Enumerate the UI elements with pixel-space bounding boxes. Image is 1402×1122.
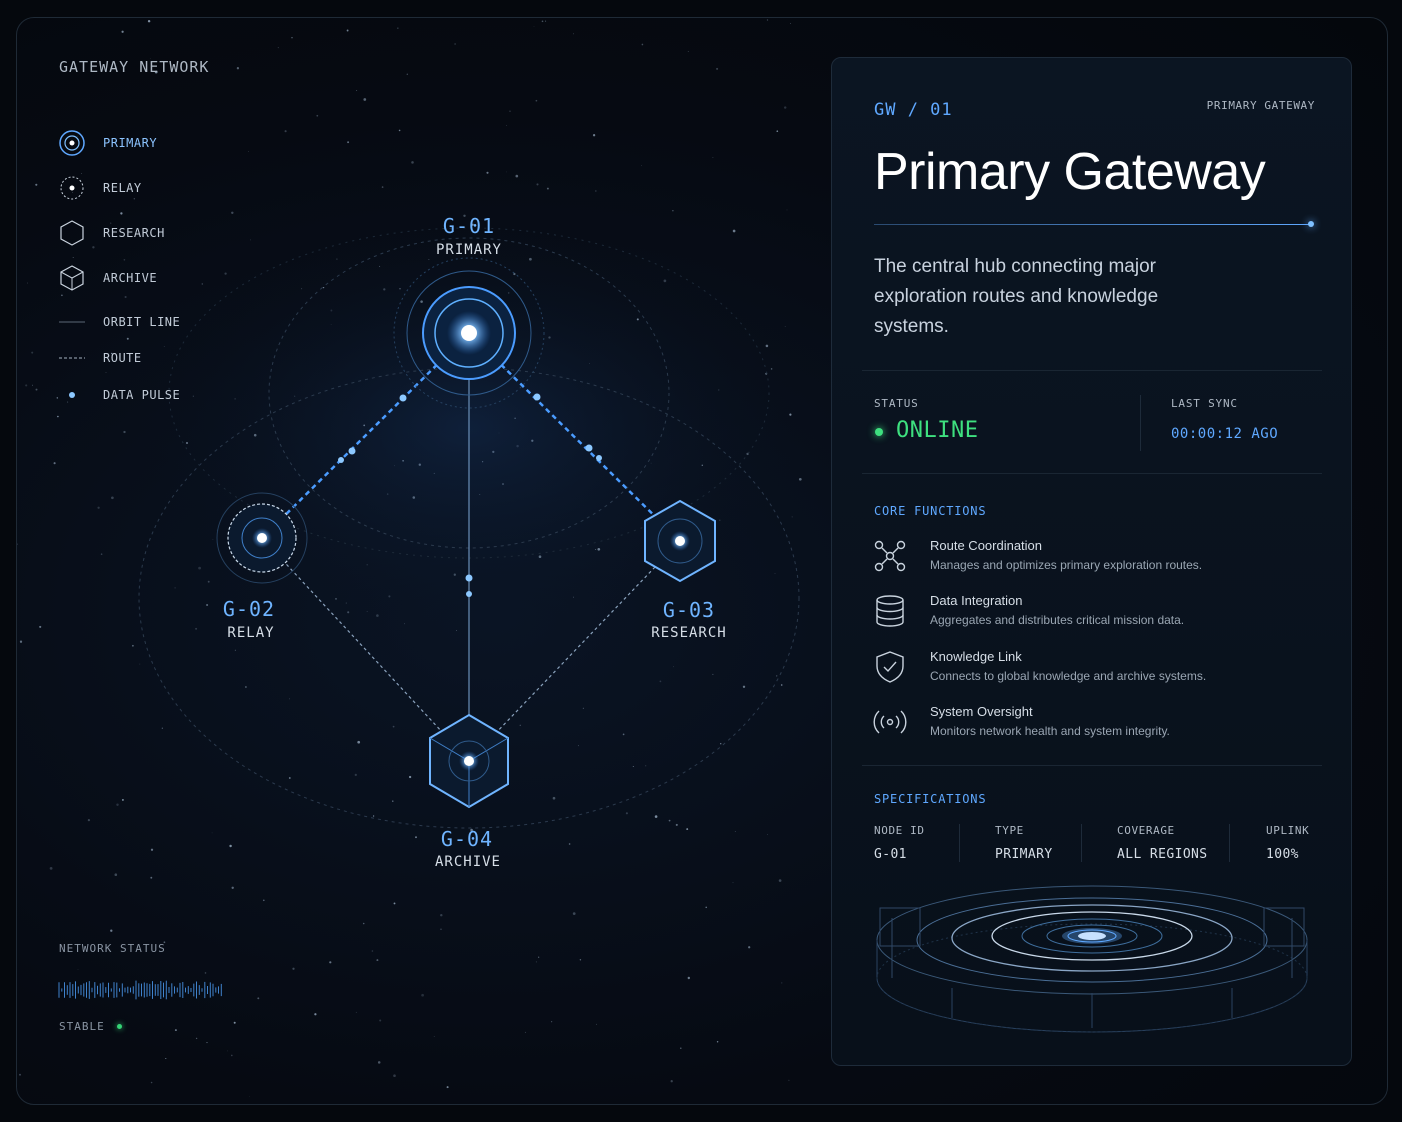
node-g01-type: PRIMARY: [435, 242, 502, 258]
data-pulses: [338, 393, 602, 597]
spec-value: ALL REGIONS: [1117, 847, 1208, 862]
node-g04-type: ARCHIVE: [434, 854, 501, 870]
spec-label: COVERAGE: [1117, 824, 1175, 837]
route-g01-g03: [468, 332, 681, 542]
node-g04-code: G-04: [440, 827, 494, 851]
node-g04[interactable]: [429, 713, 509, 809]
function-system-oversight[interactable]: System Oversight Monitors network health…: [872, 704, 1312, 748]
online-indicator-dot: [875, 428, 883, 436]
legend-label: PRIMARY: [103, 136, 158, 150]
spec-label: UPLINK: [1266, 824, 1310, 837]
divider: [862, 473, 1322, 474]
last-sync-label: LAST SYNC: [1171, 397, 1238, 410]
spec-divider: [1229, 824, 1230, 862]
primary-node-icon: [59, 130, 85, 156]
spec-value: G-01: [874, 847, 907, 862]
spec-coverage: COVERAGE ALL REGIONS: [1117, 824, 1208, 862]
network-diagram: [17, 19, 802, 1097]
network-nodes-icon: [874, 540, 906, 572]
legend-relay[interactable]: RELAY: [57, 173, 142, 203]
legend-research[interactable]: RESEARCH: [57, 218, 165, 248]
network-title: GATEWAY NETWORK: [59, 58, 210, 76]
network-status-value: STABLE: [59, 1020, 105, 1033]
legend-route[interactable]: ROUTE: [57, 343, 142, 373]
function-route-coordination[interactable]: Route Coordination Manages and optimizes…: [872, 538, 1312, 582]
cube-icon: [60, 265, 84, 291]
function-knowledge-link[interactable]: Knowledge Link Connects to global knowle…: [872, 649, 1312, 693]
gateway-description: The central hub connecting major explora…: [874, 256, 1159, 337]
status-divider: [1140, 395, 1141, 451]
legend-label: ARCHIVE: [103, 271, 158, 285]
broadcast-icon: [873, 710, 907, 734]
function-title: Data Integration: [930, 593, 1023, 608]
node-g02[interactable]: [216, 492, 308, 584]
function-desc: Aggregates and distributes critical miss…: [930, 613, 1185, 627]
orbit-line-outer: [138, 367, 800, 829]
spec-label: TYPE: [995, 824, 1024, 837]
divider: [862, 765, 1322, 766]
node-g02-type: RELAY: [227, 625, 275, 641]
legend-data-pulse[interactable]: DATA PULSE: [57, 380, 180, 410]
dashed-line-icon: [59, 357, 85, 359]
function-data-integration[interactable]: Data Integration Aggregates and distribu…: [872, 593, 1312, 637]
legend-label: DATA PULSE: [103, 388, 181, 402]
gateway-platform-illustration: [876, 885, 1308, 1033]
relay-node-icon: [60, 176, 84, 200]
pulse-dot-icon: [69, 392, 75, 398]
legend-label: RELAY: [103, 181, 142, 195]
gateway-detail-panel: GW / 01 PRIMARY GATEWAY Primary Gateway …: [831, 57, 1352, 1066]
spec-divider: [1081, 824, 1082, 862]
node-g01[interactable]: [393, 257, 545, 409]
panel-title: Primary Gateway: [874, 143, 1266, 201]
spec-value: 100%: [1266, 847, 1299, 862]
legend-primary[interactable]: PRIMARY: [57, 128, 157, 158]
database-icon: [876, 595, 904, 627]
function-title: System Oversight: [930, 704, 1033, 719]
hexagon-icon: [60, 220, 84, 246]
function-title: Route Coordination: [930, 538, 1043, 553]
core-functions-heading: CORE FUNCTIONS: [874, 504, 987, 518]
gateway-tag: PRIMARY GATEWAY: [1206, 99, 1315, 112]
network-status-label: NETWORK STATUS: [59, 942, 166, 955]
route-g02-g04: [261, 537, 470, 762]
network-status-sparkline: [58, 980, 222, 1000]
status-value: ONLINE: [896, 418, 979, 443]
function-desc: Connects to global knowledge and archive…: [930, 669, 1207, 683]
node-g01-code: G-01: [442, 214, 496, 238]
solid-line-icon: [59, 321, 85, 323]
node-g02-code: G-02: [222, 597, 276, 621]
legend-label: ORBIT LINE: [103, 315, 181, 329]
status-label: STATUS: [874, 397, 919, 410]
spec-label: NODE ID: [874, 824, 925, 837]
legend-label: ROUTE: [103, 351, 142, 365]
app-frame: GATEWAY NETWORK PRIMARY RELAY RESEARCH: [16, 17, 1388, 1105]
stable-indicator-dot: [117, 1024, 122, 1029]
route-g01-g02: [261, 332, 470, 539]
gateway-code: GW / 01: [874, 100, 953, 120]
legend-label: RESEARCH: [103, 226, 165, 240]
route-g03-g04: [468, 540, 681, 762]
legend-archive[interactable]: ARCHIVE: [57, 263, 157, 293]
function-desc: Monitors network health and system integ…: [930, 724, 1170, 738]
title-rule: [874, 224, 1310, 225]
node-g03-type: RESEARCH: [651, 625, 727, 641]
spec-type: TYPE PRIMARY: [995, 824, 1053, 862]
function-title: Knowledge Link: [930, 649, 1022, 664]
node-g03[interactable]: [644, 499, 716, 583]
node-g03-code: G-03: [662, 598, 716, 622]
orbit-line-inner: [268, 237, 670, 549]
last-sync-value: 00:00:12 AGO: [1171, 426, 1279, 442]
spec-node-id: NODE ID G-01: [874, 824, 925, 862]
function-desc: Manages and optimizes primary exploratio…: [930, 558, 1203, 572]
divider: [862, 370, 1322, 371]
spec-value: PRIMARY: [995, 847, 1053, 862]
spec-divider: [959, 824, 960, 862]
legend-orbit-line[interactable]: ORBIT LINE: [57, 307, 180, 337]
title-rule-dot: [1308, 221, 1314, 227]
specifications-heading: SPECIFICATIONS: [874, 792, 987, 806]
spec-uplink: UPLINK 100%: [1266, 824, 1309, 862]
shield-check-icon: [876, 651, 904, 683]
